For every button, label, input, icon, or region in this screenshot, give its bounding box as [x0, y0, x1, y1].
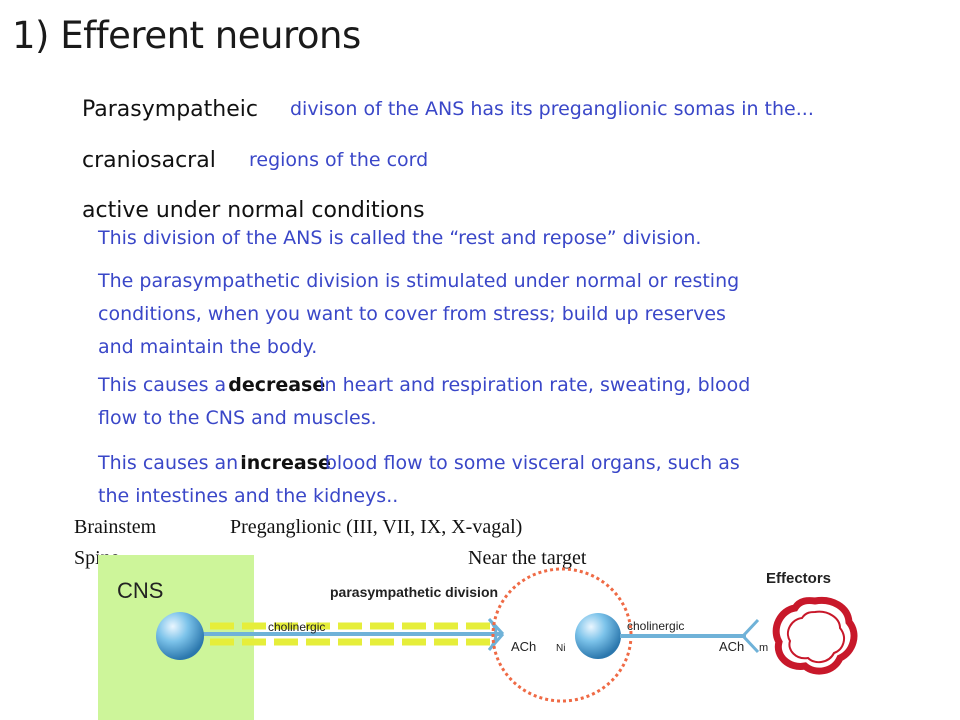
label-preganglionic: Preganglionic (III, VII, IX, X-vagal): [230, 516, 523, 538]
postganglionic-terminal: [740, 618, 760, 654]
row-craniosacral-desc: regions of the cord: [249, 149, 429, 171]
para-decrease-bold: decrease: [228, 374, 326, 396]
cholinergic-label-1: cholinergic: [268, 620, 325, 634]
label-near-target: Near the target: [468, 547, 587, 569]
para-increase-line2: the intestines and the kidneys..: [98, 485, 399, 507]
para-decrease-pre: This causes a: [98, 374, 227, 396]
para-decrease-line2: flow to the CNS and muscles.: [98, 407, 377, 429]
ach-label-1: ACh: [511, 639, 536, 654]
row-parasympathetic-term: Parasympatheic: [82, 97, 258, 122]
division-label: parasympathetic division: [330, 584, 498, 600]
para-rest-repose: This division of the ANS is called the “…: [98, 227, 702, 249]
para-increase-post: blood flow to some visceral organs, such…: [324, 452, 740, 474]
para-increase-line1: This causes an increaseblood flow to som…: [98, 452, 740, 474]
effectors-label: Effectors: [766, 570, 831, 587]
cns-label: CNS: [117, 578, 163, 603]
para-stimulated-line1: The parasympathetic division is stimulat…: [98, 270, 740, 292]
para-stimulated-line3: and maintain the body.: [98, 336, 318, 358]
para-increase-bold: increase: [240, 452, 331, 474]
page-title: 1) Efferent neurons: [12, 14, 361, 57]
row-parasympathetic-desc: divison of the ANS has its preganglionic…: [290, 98, 814, 120]
effector-organ-inner: [786, 610, 845, 664]
row-active-term: active under normal conditions: [82, 198, 425, 223]
effector-organ: [772, 596, 858, 675]
ach-label-2: ACh: [719, 639, 744, 654]
para-stimulated-line2: conditions, when you want to cover from …: [98, 303, 726, 325]
preganglionic-soma: [156, 612, 204, 660]
postganglionic-soma: [575, 613, 621, 659]
m-label: m: [759, 642, 768, 654]
para-increase-pre: This causes an: [98, 452, 239, 474]
para-decrease-post: in heart and respiration rate, sweating,…: [319, 374, 751, 396]
label-brainstem: Brainstem: [74, 516, 157, 538]
preganglionic-terminal: [487, 617, 505, 651]
row-craniosacral-term: craniosacral: [82, 148, 216, 173]
para-decrease-line1: This causes a decreasein heart and respi…: [98, 374, 750, 396]
cholinergic-label-2: cholinergic: [627, 619, 684, 633]
ni-label: Ni: [556, 643, 565, 654]
